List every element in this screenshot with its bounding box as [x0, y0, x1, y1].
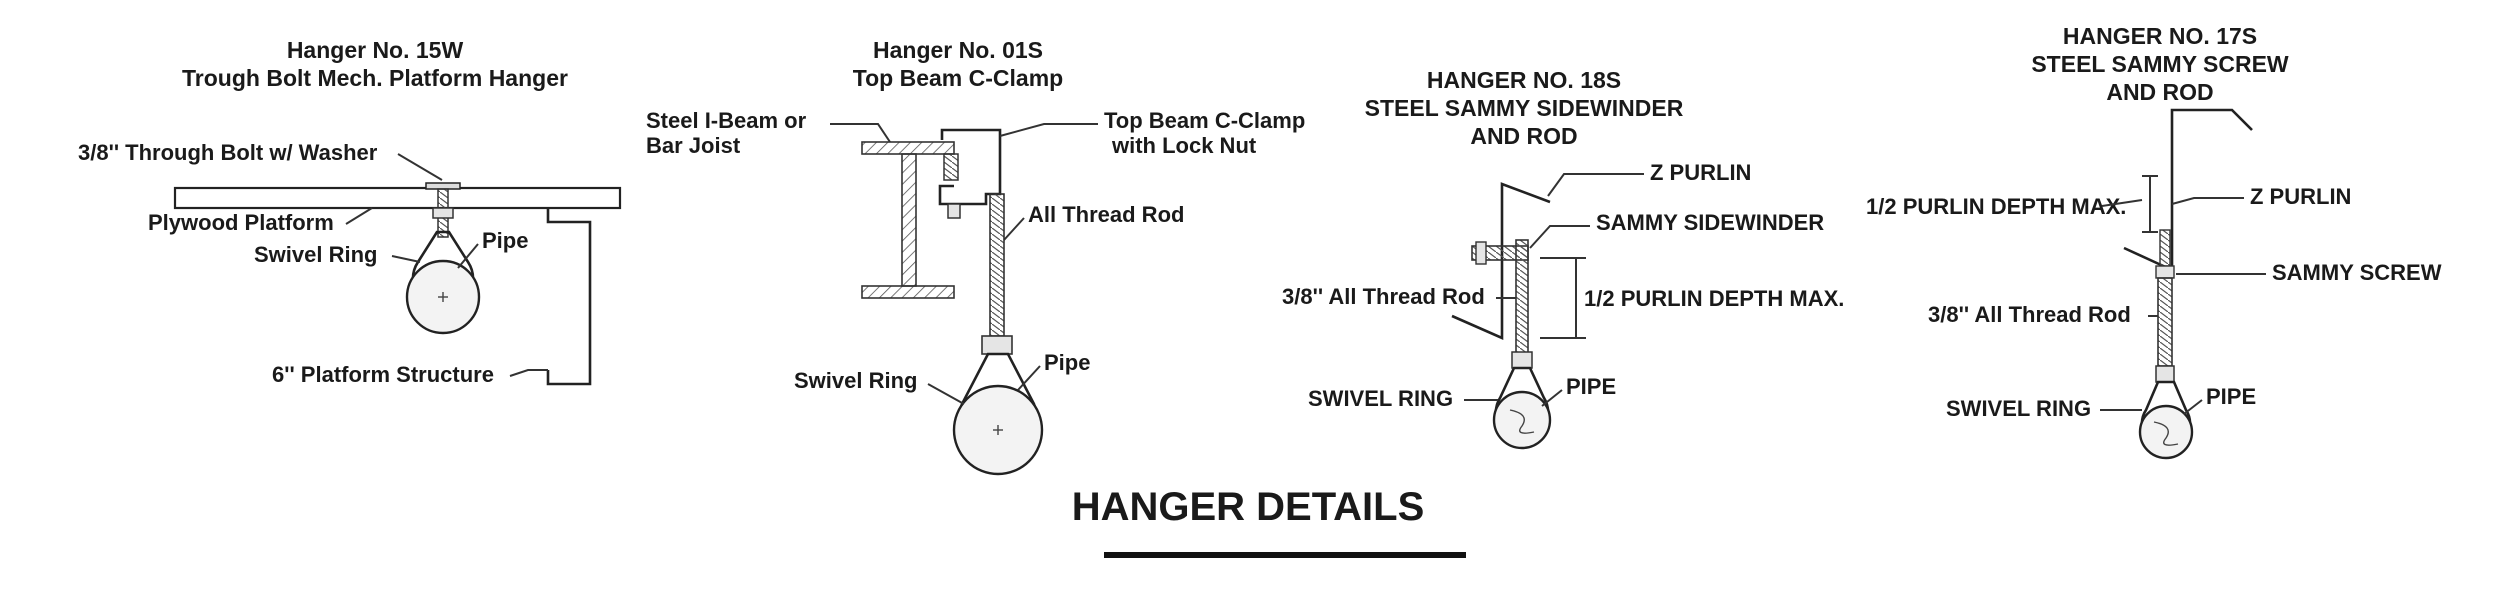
hanger-18s-detail: HANGER NO. 18S STEEL SAMMY SIDEWINDER AN… — [1282, 67, 1844, 450]
swivel-ring-label-01s: Swivel Ring — [794, 368, 917, 393]
c-clamp-label-line1: Top Beam C-Clamp — [1104, 108, 1305, 133]
pipe-leader-15w — [457, 243, 479, 269]
pipe-leader-17s — [2183, 399, 2203, 415]
drawing-title-underline — [1104, 552, 1466, 558]
depth-leader-17s — [2101, 199, 2143, 207]
sammy-screw-label: SAMMY SCREW — [2272, 260, 2442, 285]
sammy-sidewinder-leader — [1529, 225, 1590, 249]
pipe-leader-01s — [1017, 365, 1041, 391]
platform-structure-label: 6'' Platform Structure — [272, 362, 494, 387]
i-beam-leader — [830, 123, 891, 143]
depth-label-17s: 1/2 PURLIN DEPTH MAX. — [1866, 194, 2126, 219]
hanger-17s-subtitle-2: AND ROD — [2106, 79, 2213, 105]
z-purlin-label-18s: Z PURLIN — [1650, 160, 1751, 185]
z-purlin-label-17s: Z PURLIN — [2250, 184, 2351, 209]
pipe-label-01s: Pipe — [1044, 350, 1090, 375]
pipe-leader-18s — [1541, 389, 1563, 407]
platform-structure — [546, 208, 592, 386]
swivel-ring-label-17s: SWIVEL RING — [1946, 396, 2091, 421]
c-clamp-label-line2: with Lock Nut — [1111, 133, 1257, 158]
pipe-circle-17s — [2138, 404, 2194, 460]
plywood-platform — [173, 186, 622, 210]
hanger-17s-title: HANGER NO. 17S — [2063, 23, 2257, 49]
hanger-18s-subtitle-2: AND ROD — [1470, 123, 1577, 149]
hanger-18s-subtitle: STEEL SAMMY SIDEWINDER — [1365, 95, 1684, 121]
all-thread-rod-label-18s: 3/8'' All Thread Rod — [1282, 284, 1485, 309]
bolt-nut — [432, 207, 454, 219]
plywood-platform-leader — [345, 207, 373, 225]
z-purlin-17s — [2123, 108, 2253, 273]
hanger-01s-detail: Hanger No. 01S Top Beam C-Clamp Steel I-… — [646, 37, 1305, 476]
swivel-ring-label-15w: Swivel Ring — [254, 242, 377, 267]
through-bolt-label: 3/8'' Through Bolt w/ Washer — [78, 140, 378, 165]
platform-structure-leader — [509, 369, 548, 377]
z-purlin-leader-18s — [1547, 173, 1644, 197]
sammy-screw-head — [2155, 265, 2175, 279]
drawing-title-block: HANGER DETAILS — [1072, 485, 1466, 558]
washer — [425, 182, 461, 190]
swivel-ring-leader-01s — [927, 383, 965, 405]
rod-nut-17s — [2155, 365, 2175, 383]
all-thread-rod-label-17s: 3/8'' All Thread Rod — [1928, 302, 2131, 327]
pipe-label-17s: PIPE — [2206, 384, 2256, 409]
rod-nut-18s — [1511, 351, 1533, 369]
all-thread-rod-18s — [1515, 239, 1529, 357]
i-beam-top-flange — [861, 141, 955, 155]
depth-label-18s: 1/2 PURLIN DEPTH MAX. — [1584, 286, 1844, 311]
hanger-17s-detail: HANGER NO. 17S STEEL SAMMY SCREW AND ROD… — [1866, 23, 2442, 460]
pipe-center-mark-18s — [1509, 409, 1535, 434]
all-thread-rod-leader-01s — [1003, 217, 1025, 241]
hanger-15w-detail: Hanger No. 15W Trough Bolt Mech. Platfor… — [78, 37, 622, 387]
sammy-sidewinder-label: SAMMY SIDEWINDER — [1596, 210, 1824, 235]
hanger-01s-subtitle: Top Beam C-Clamp — [853, 65, 1063, 91]
z-purlin-leader-17s — [2171, 197, 2244, 205]
i-beam-bottom-flange — [861, 285, 955, 299]
plywood-platform-label: Plywood Platform — [148, 210, 334, 235]
pipe-center-mark-17s — [2153, 421, 2179, 446]
sammy-screw — [2159, 229, 2171, 267]
drawing-title: HANGER DETAILS — [1072, 485, 1425, 529]
hanger-15w-title: Hanger No. 15W — [287, 37, 464, 63]
i-beam-web — [901, 153, 917, 287]
hanger-17s-subtitle: STEEL SAMMY SCREW — [2031, 51, 2289, 77]
pipe-label-15w: Pipe — [482, 228, 528, 253]
all-thread-rod-label-01s: All Thread Rod — [1028, 202, 1184, 227]
clamp-lock-nut — [947, 203, 961, 219]
i-beam-label-line1: Steel I-Beam or — [646, 108, 807, 133]
hanger-18s-title: HANGER NO. 18S — [1427, 67, 1621, 93]
hanger-15w-subtitle: Trough Bolt Mech. Platform Hanger — [182, 65, 568, 91]
pipe-label-18s: PIPE — [1566, 374, 1616, 399]
sidewinder-nut — [1475, 241, 1487, 265]
all-thread-rod-17s — [2157, 277, 2173, 367]
swivel-ring-label-18s: SWIVEL RING — [1308, 386, 1453, 411]
z-purlin-18s — [1451, 182, 1551, 340]
rod-nut-01s — [981, 335, 1013, 355]
all-thread-rod-01s — [989, 193, 1005, 337]
clamp-set-screw — [943, 153, 959, 181]
c-clamp-leader — [999, 123, 1098, 137]
i-beam-label-line2: Bar Joist — [646, 133, 741, 158]
swivel-ring-leader-15w — [391, 255, 421, 263]
pipe-circle-18s — [1492, 390, 1552, 450]
hanger-01s-title: Hanger No. 01S — [873, 37, 1043, 63]
c-clamp-body — [938, 128, 1002, 206]
through-bolt-leader — [397, 153, 443, 181]
